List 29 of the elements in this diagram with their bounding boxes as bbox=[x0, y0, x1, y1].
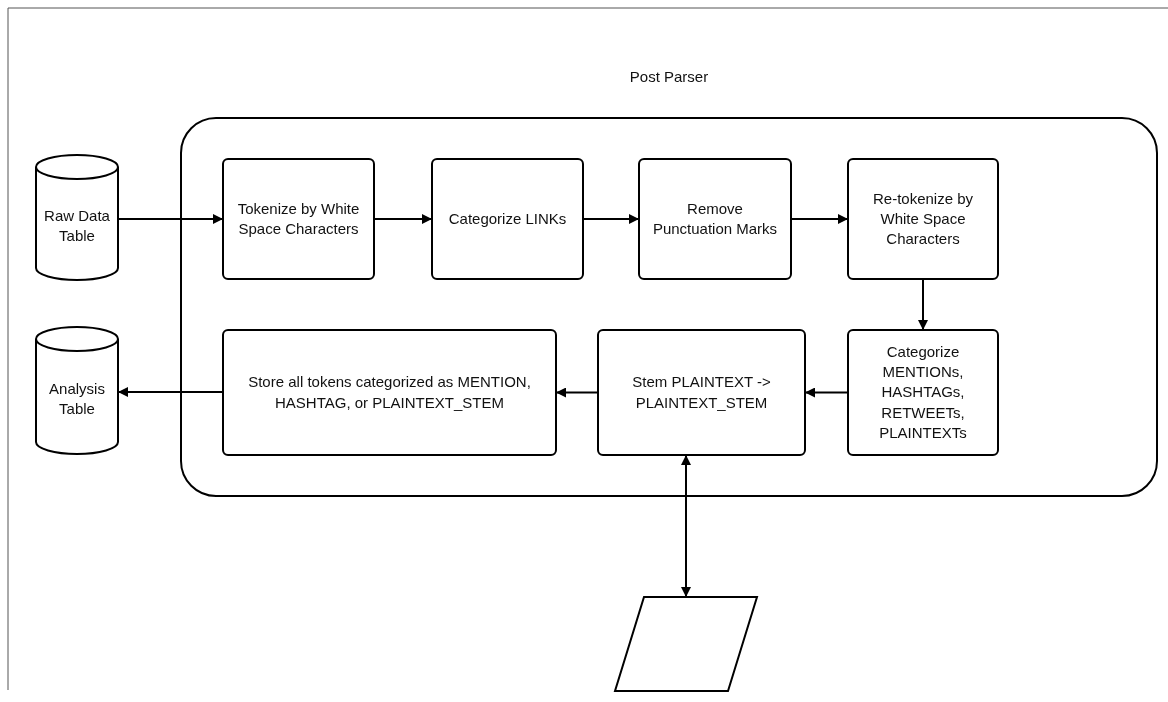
arrow bbox=[791, 214, 848, 224]
process-box bbox=[222, 158, 375, 280]
group-title: Post Parser bbox=[628, 67, 710, 87]
process-label: Store all tokens categorized as MENTION, HASHTAG, or PLAINTEXT_STEM bbox=[247, 372, 532, 413]
process-label: Categorize MENTIONs, HASHTAGs, RETWEETs, PLAINTEXTs bbox=[878, 341, 968, 443]
data-parallelogram bbox=[614, 596, 758, 692]
arrow bbox=[556, 387, 598, 398]
arrow bbox=[118, 214, 223, 224]
process-label: Categorize LINKs bbox=[448, 208, 567, 229]
arrow bbox=[374, 214, 432, 224]
process-box bbox=[597, 329, 806, 456]
process-label: Remove Punctuation Marks bbox=[651, 198, 779, 239]
process-label: Re-tokenize by White Space Characters bbox=[871, 188, 975, 250]
database-cylinder bbox=[35, 155, 119, 281]
process-label: Tokenize by White Space Characters bbox=[236, 198, 361, 239]
arrow bbox=[583, 214, 639, 224]
database-cylinder bbox=[35, 327, 119, 455]
process-box bbox=[638, 158, 792, 280]
arrow bbox=[118, 387, 223, 397]
arrow bbox=[681, 455, 691, 597]
process-box bbox=[847, 158, 999, 280]
process-label: Stem PLAINTEXT -> PLAINTEXT_STEM bbox=[631, 372, 772, 413]
process-box bbox=[431, 158, 584, 280]
process-box bbox=[222, 329, 557, 456]
arrow bbox=[805, 387, 848, 398]
process-box bbox=[847, 329, 999, 456]
node-label: Analysis Table bbox=[48, 378, 106, 419]
arrow bbox=[918, 279, 928, 330]
node-label: Raw Data Table bbox=[43, 205, 111, 246]
